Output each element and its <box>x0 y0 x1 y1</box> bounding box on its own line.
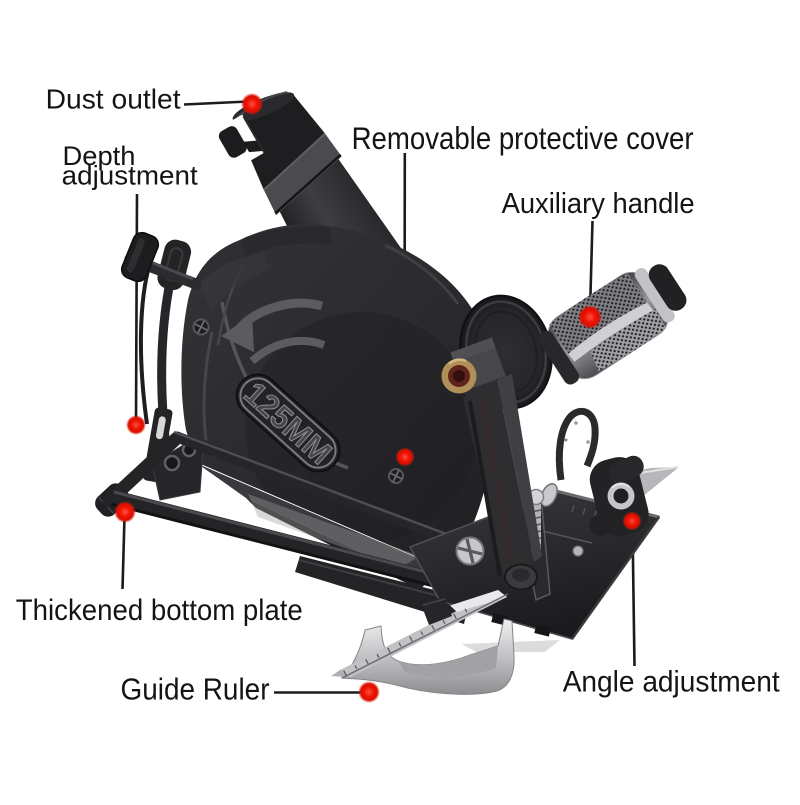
svg-text:adjustment: adjustment <box>62 161 199 191</box>
svg-text:Auxiliary handle: Auxiliary handle <box>502 188 695 220</box>
svg-text:Removable protective cover: Removable protective cover <box>352 120 694 156</box>
svg-text:Guide Ruler: Guide Ruler <box>121 671 270 706</box>
svg-text:Dust outlet: Dust outlet <box>46 84 181 115</box>
svg-text:Thickened bottom plate: Thickened bottom plate <box>16 594 303 627</box>
svg-text:Angle adjustment: Angle adjustment <box>563 665 780 698</box>
